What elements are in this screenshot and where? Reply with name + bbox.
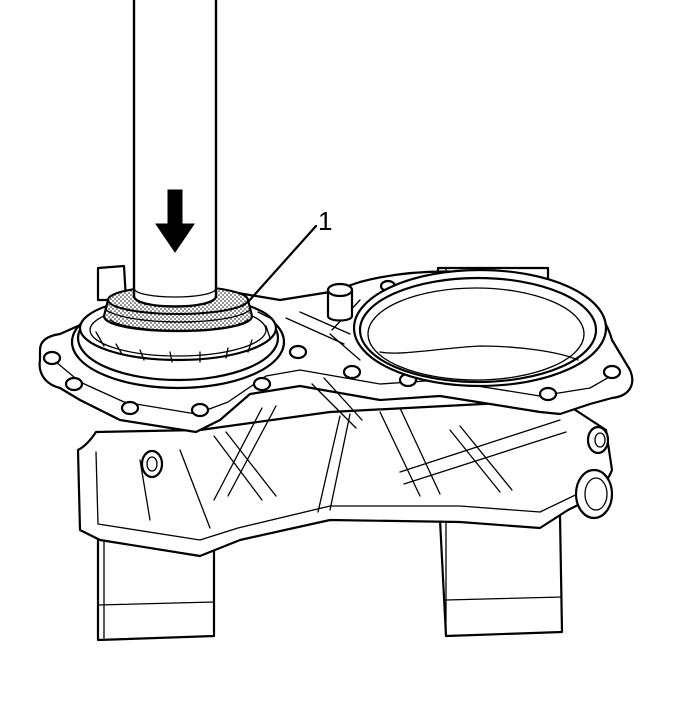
right-support-block [438,514,564,638]
callout-1-label: 1 [318,206,332,236]
down-arrow-icon [155,189,195,253]
dowel-pin [326,282,354,322]
callout-1-leader [246,224,318,304]
housing-ribs [139,299,567,529]
side-port-small [140,449,164,479]
large-bore [352,268,608,388]
side-port-upper [586,425,610,455]
side-port-large [574,468,614,520]
driver-handle [132,0,218,308]
